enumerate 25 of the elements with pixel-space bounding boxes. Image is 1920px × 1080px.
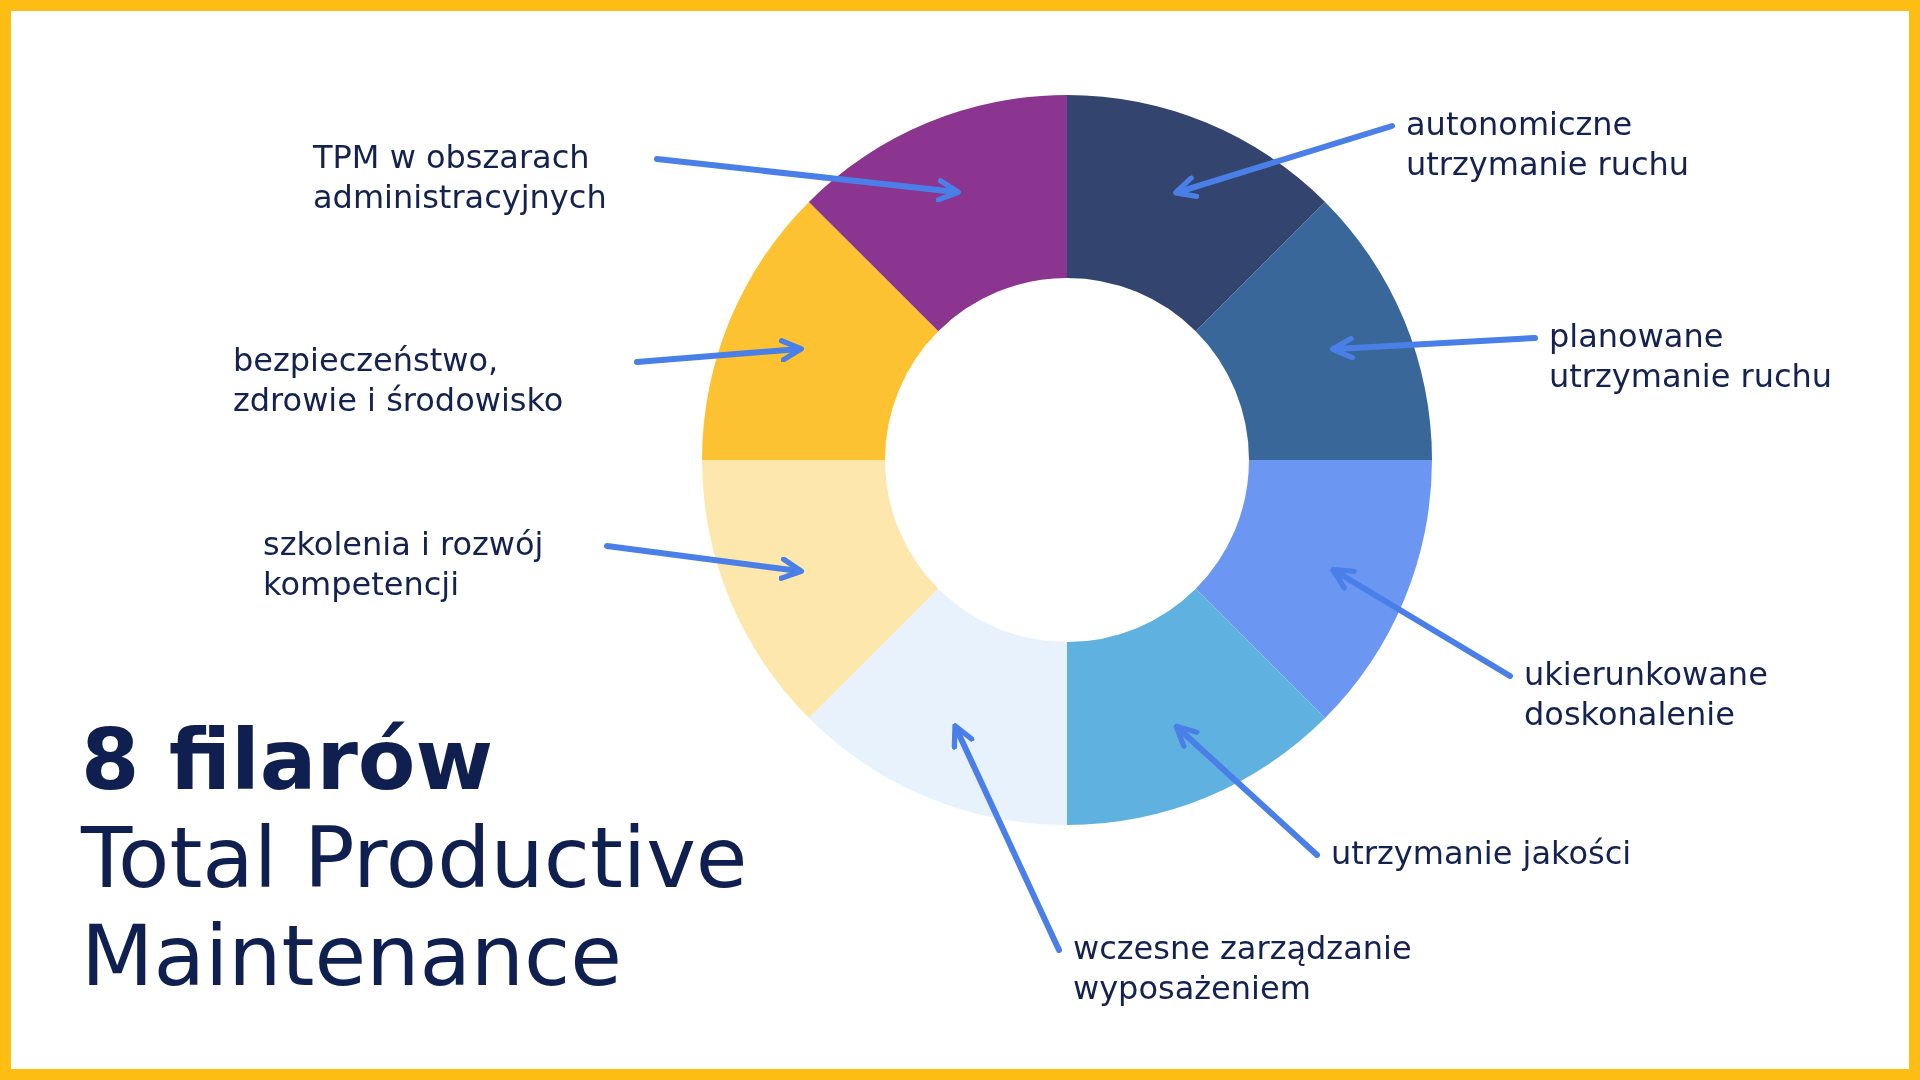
pillar-label: planowane utrzymanie ruchu	[1549, 316, 1879, 396]
pillar-label: szkolenia i rozwój kompetencji	[263, 524, 593, 604]
pillar-label: autonomiczne utrzymanie ruchu	[1406, 104, 1736, 184]
pillar-label: ukierunkowane doskonalenie	[1524, 654, 1854, 734]
arrow	[951, 723, 1062, 953]
donut-segment	[1067, 95, 1326, 332]
pillar-label: wczesne zarządzanie wyposażeniem	[1073, 928, 1473, 1008]
donut-segment	[1195, 460, 1432, 719]
pillar-label: bezpieczeństwo, zdrowie i środowisko	[233, 340, 623, 420]
pillar-label: TPM w obszarach administracyjnych	[313, 137, 643, 217]
donut-segment	[808, 588, 1067, 825]
arrow	[1173, 723, 1320, 858]
arrow	[654, 156, 962, 203]
arrow	[1173, 123, 1395, 199]
title: 8 filarów Total Productive Maintenance	[81, 711, 749, 1005]
arrow	[1330, 567, 1513, 679]
donut-segment	[702, 460, 939, 719]
donut-segment	[702, 201, 939, 460]
arrow	[1329, 335, 1538, 361]
pillar-label: utrzymanie jakości	[1331, 833, 1691, 873]
donut-segment	[1195, 201, 1432, 460]
arrow	[604, 543, 805, 581]
arrow	[634, 338, 805, 365]
donut-segment	[808, 95, 1067, 332]
donut-segment	[1067, 588, 1326, 825]
